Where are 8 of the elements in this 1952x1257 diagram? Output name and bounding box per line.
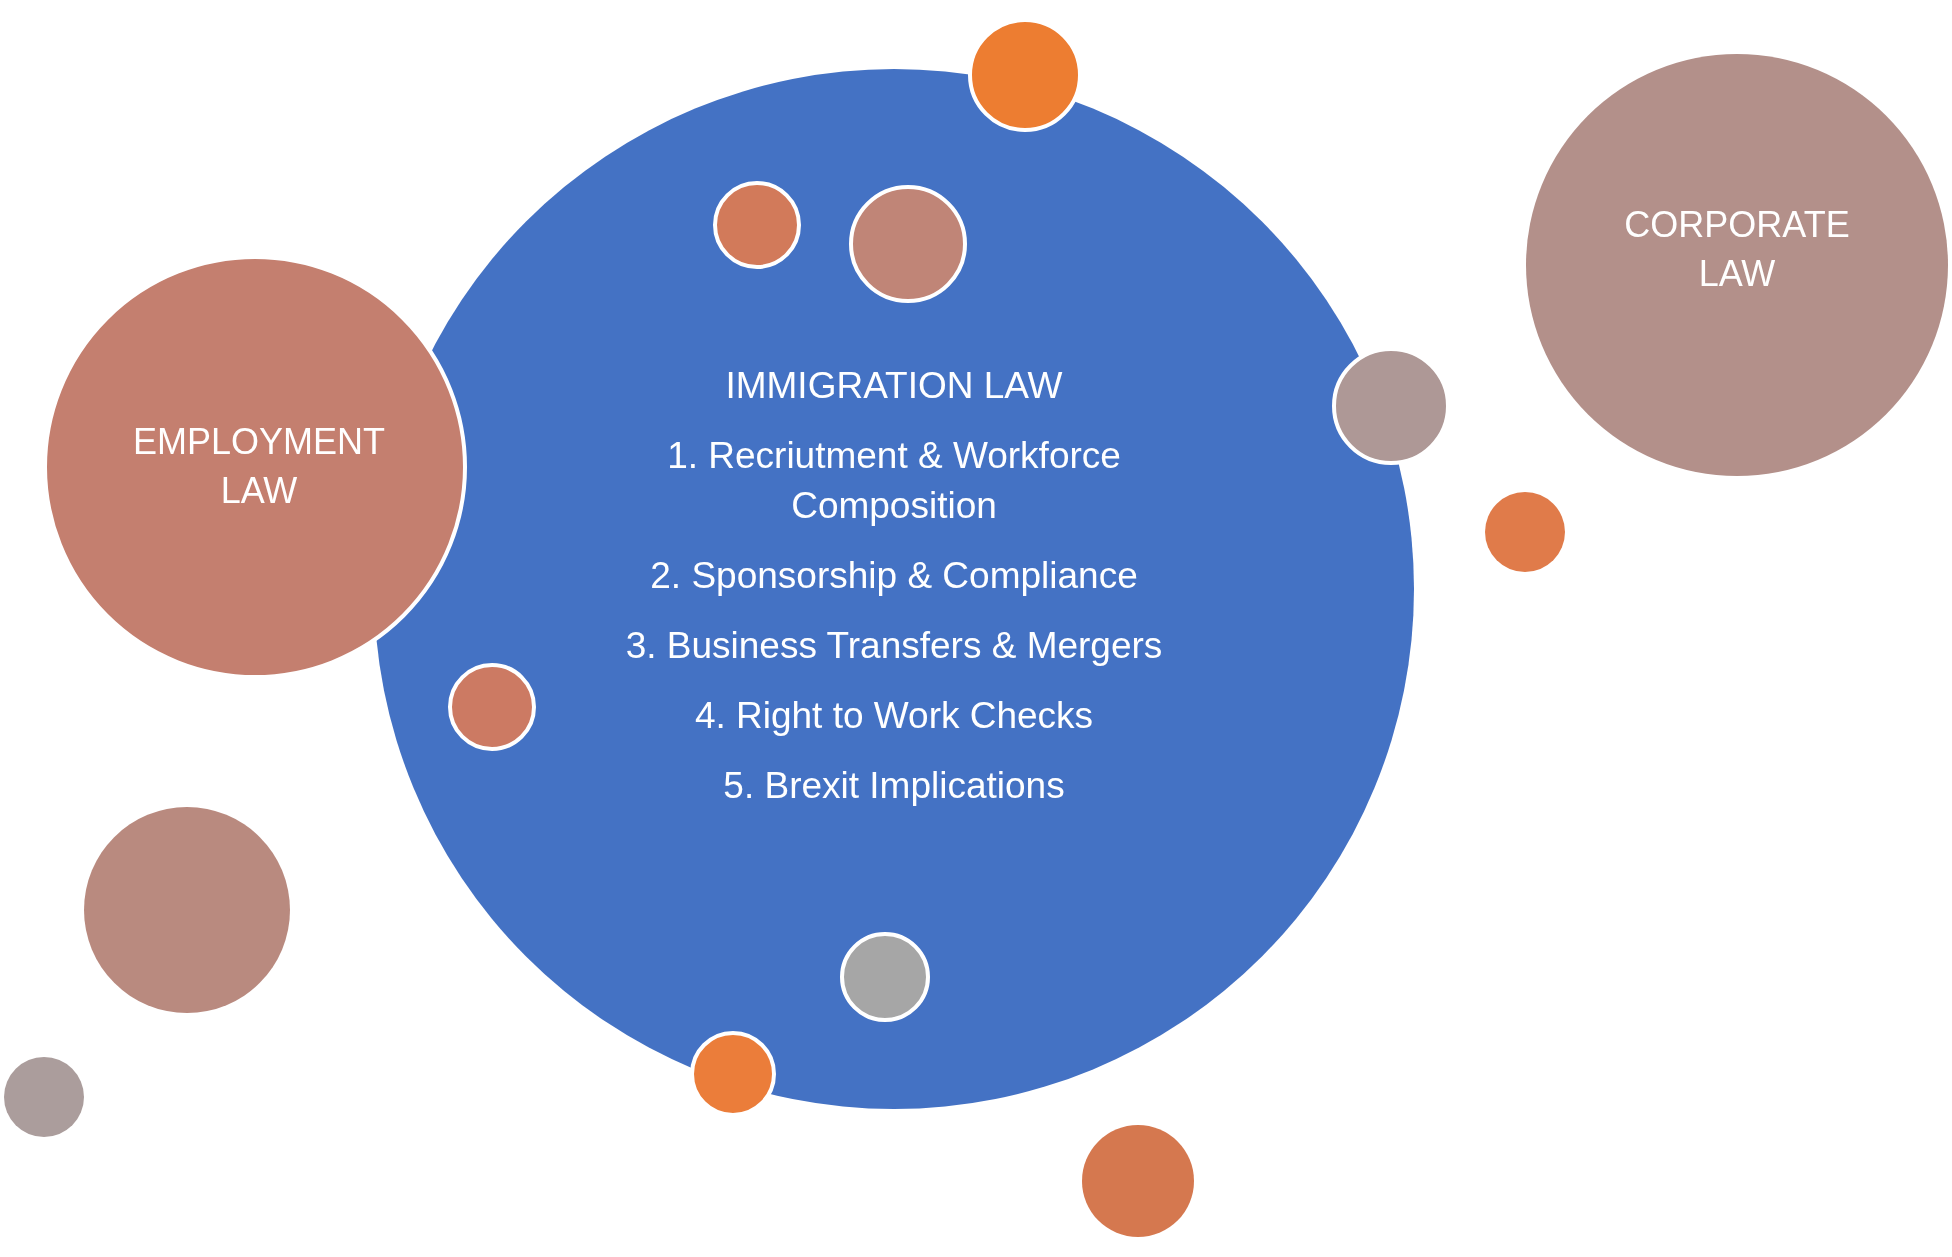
list-item: 2. Sponsorship & Compliance bbox=[650, 553, 1138, 598]
list-item: 5. Brexit Implications bbox=[723, 763, 1065, 808]
list-item: 3. Business Transfers & Mergers bbox=[625, 623, 1163, 668]
circle-title: IMMIGRATION LAW bbox=[725, 364, 1063, 408]
circle-title: CORPORATE LAW bbox=[1623, 203, 1851, 296]
list-item: 1. Recriutment & Workforce Composition bbox=[666, 433, 1122, 528]
list-item: 4. Right to Work Checks bbox=[694, 693, 1094, 738]
circle-title: EMPLOYMENT LAW bbox=[131, 420, 386, 513]
